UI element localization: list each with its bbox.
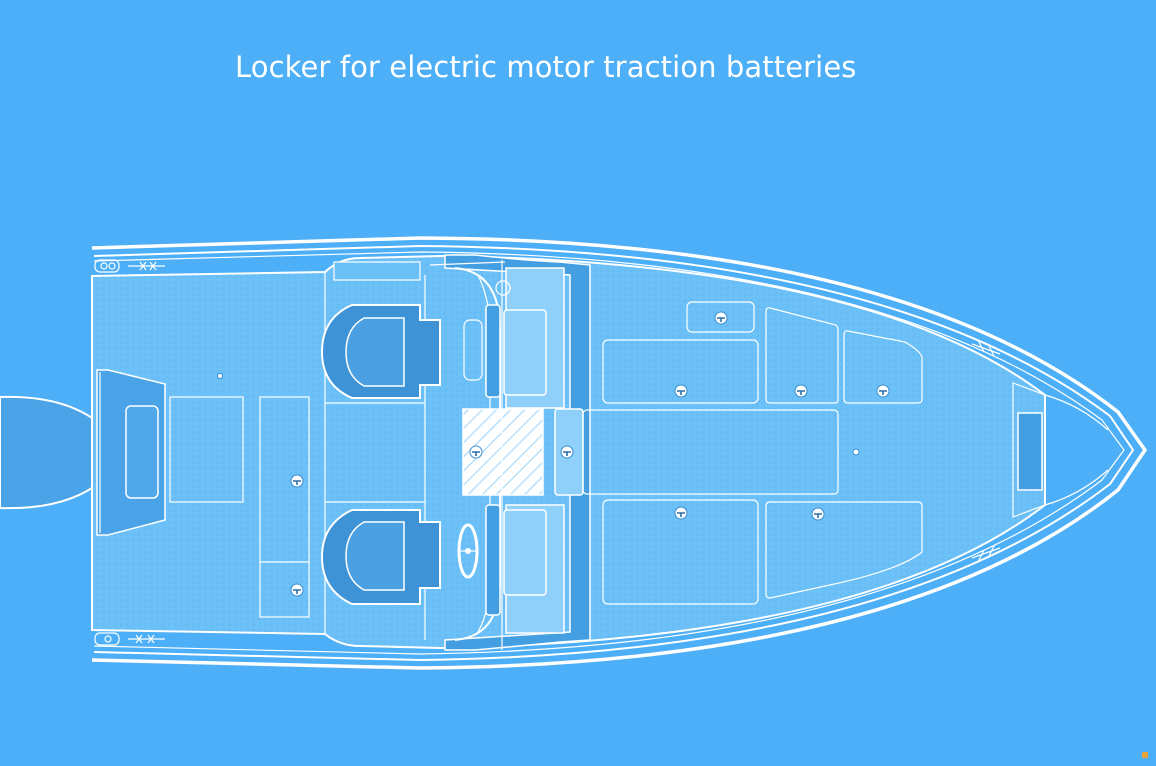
hatch-handle-icon[interactable] [469,445,483,459]
hatch-handle-icon[interactable] [794,384,808,398]
hatch-handle-icon[interactable] [560,445,574,459]
transom-well [96,369,166,536]
hatch-handle-icon[interactable] [674,384,688,398]
fwd-hatch-mid-top[interactable] [765,307,839,404]
fwd-hatch-left-bottom[interactable] [602,499,759,605]
hatch-handle-icon[interactable] [674,506,688,520]
stern-cleat-top [94,259,165,273]
fwd-hatch-center-long[interactable] [582,409,839,495]
rear-hatch-left[interactable] [169,396,244,503]
hatch-handle-icon[interactable] [290,474,304,488]
seat-icon[interactable] [320,509,441,605]
hull-outline [91,236,1148,670]
fwd-hatch-left-top[interactable] [602,339,759,404]
steering-wheel-icon[interactable] [457,523,479,579]
fwd-hatch-right-bottom[interactable] [765,501,923,599]
fwd-hatch-small[interactable] [686,301,755,333]
hatch-handle-icon[interactable] [714,311,728,325]
seat-icon[interactable] [320,304,441,399]
hatch-handle-icon[interactable] [876,384,890,398]
diagram-title: Locker for electric motor traction batte… [235,50,857,84]
bow-locker [1012,382,1109,518]
windshield-console [333,254,591,651]
bow-cleat-top [971,339,1001,357]
stern-cleat-bottom [94,632,165,646]
fwd-hatch-right-top[interactable] [843,330,923,404]
corner-marker [1142,752,1148,758]
bow-cleat-bottom [971,545,1001,563]
hatch-handle-icon[interactable] [811,507,825,521]
hatch-handle-icon[interactable] [290,583,304,597]
battery-locker[interactable] [259,396,310,618]
